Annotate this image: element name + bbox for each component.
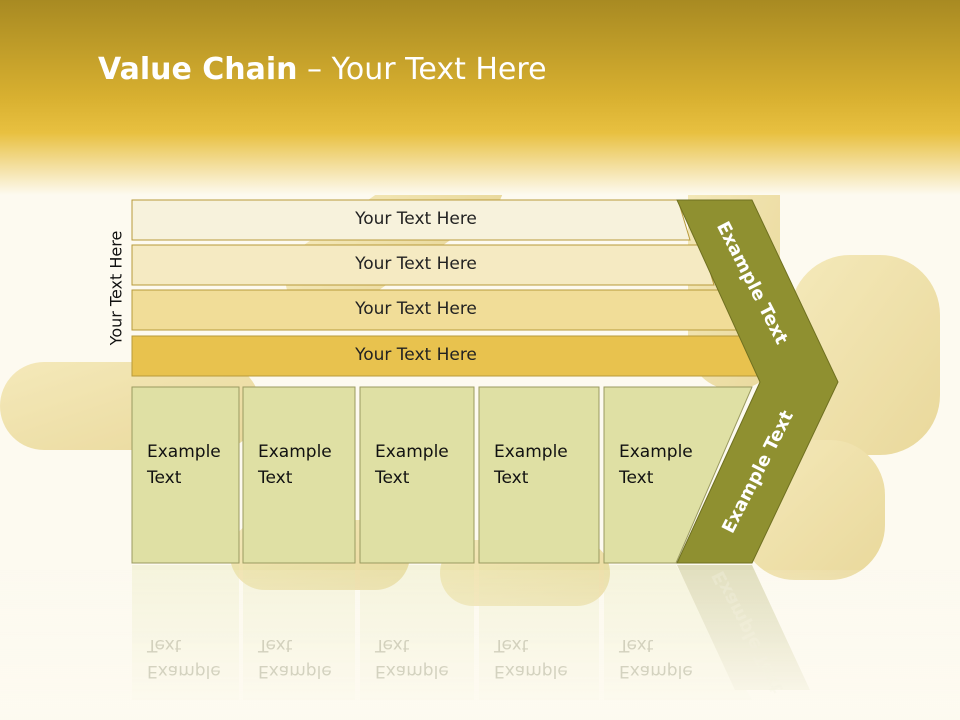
box-label-reflection-line1: Example — [258, 661, 332, 681]
row-label: Your Text Here — [355, 345, 477, 365]
box-group — [131, 386, 753, 564]
box-label-reflection: Example Text — [375, 632, 449, 684]
box-label-reflection: Example Text — [494, 632, 568, 684]
row-bar — [131, 244, 715, 286]
row-bar — [131, 199, 691, 241]
box-label-reflection-line2: Text — [375, 635, 410, 655]
box-label-reflection-line2: Text — [147, 635, 182, 655]
box-label-line1: Example — [494, 442, 568, 462]
chevron-arrow — [676, 199, 839, 564]
box-label-reflection-line2: Text — [619, 635, 654, 655]
box-label-line2: Text — [619, 468, 654, 488]
title-rest: – Your Text Here — [297, 52, 547, 87]
box-label-line1: Example — [375, 442, 449, 462]
side-label-text: Your Text Here — [106, 230, 126, 346]
box-label-line1: Example — [619, 442, 693, 462]
slide-title: Value Chain – Your Text Here — [98, 52, 547, 87]
box-label-reflection: Example Text — [619, 632, 693, 684]
box-label-reflection: Example Text — [258, 632, 332, 684]
box-label-line1: Example — [147, 442, 221, 462]
box-label-reflection-line1: Example — [494, 661, 568, 681]
box-label-reflection-line1: Example — [375, 661, 449, 681]
box-label-line2: Text — [494, 468, 529, 488]
chevron-shape — [676, 199, 839, 564]
box-label-reflection-line2: Text — [258, 635, 293, 655]
row-label: Your Text Here — [355, 209, 477, 229]
value-box — [131, 386, 240, 564]
box-label-reflection-line1: Example — [147, 661, 221, 681]
reflection-fade — [0, 570, 960, 720]
row-label: Your Text Here — [355, 254, 477, 274]
row-label: Your Text Here — [355, 299, 477, 319]
value-box — [603, 386, 753, 564]
title-bold: Value Chain — [98, 52, 298, 87]
box-label-reflection-line2: Text — [494, 635, 529, 655]
value-box — [359, 386, 475, 564]
box-label-reflection: Example Text — [147, 632, 221, 684]
value-box — [478, 386, 600, 564]
box-label-reflection-line1: Example — [619, 661, 693, 681]
box-label-line2: Text — [375, 468, 410, 488]
value-box — [242, 386, 356, 564]
row-bars — [131, 199, 763, 377]
box-label-line2: Text — [258, 468, 293, 488]
box-label-line2: Text — [147, 468, 182, 488]
box-label-line1: Example — [258, 442, 332, 462]
